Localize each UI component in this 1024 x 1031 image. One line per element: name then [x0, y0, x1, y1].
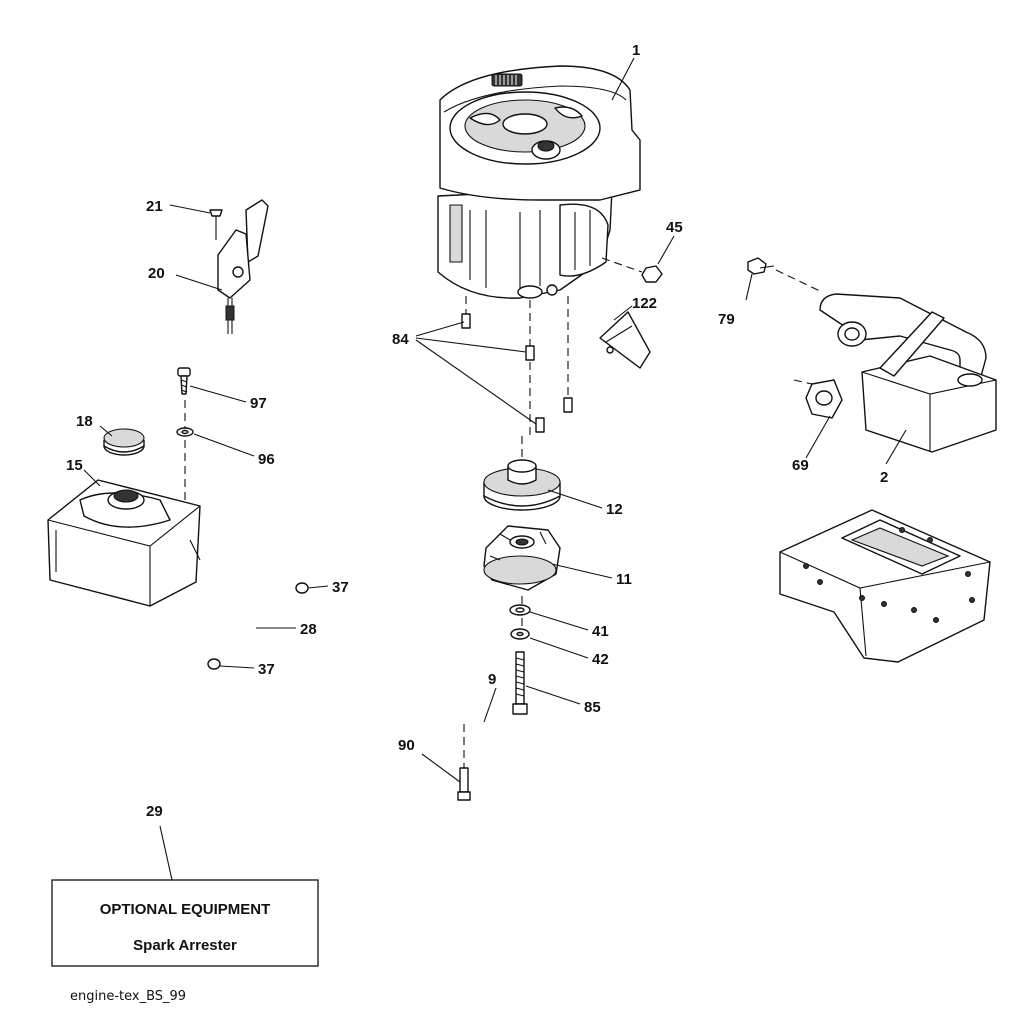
leader-2	[885, 429, 907, 465]
callout-45: 45	[666, 219, 683, 236]
leader-45	[657, 235, 675, 265]
spacer-washer	[509, 604, 531, 616]
callout-20: 20	[148, 265, 165, 282]
fuel-tank	[47, 479, 201, 607]
callout-1: 1	[632, 42, 640, 59]
spark-arrester-label: Spark Arrester	[133, 937, 237, 954]
callout-90: 90	[398, 737, 415, 754]
fuel-cap	[103, 428, 145, 456]
leader-29	[159, 825, 173, 881]
leader-85	[525, 685, 581, 705]
leader-97	[189, 385, 247, 403]
leader-90	[421, 753, 461, 783]
callout-42: 42	[592, 651, 609, 668]
mounting-bolts	[461, 313, 573, 433]
callout-21: 21	[146, 198, 163, 215]
callout-15: 15	[66, 457, 83, 474]
leader-12	[547, 489, 603, 509]
callout-9: 9	[488, 671, 496, 688]
tank-washer	[176, 427, 194, 437]
callout-79: 79	[718, 311, 735, 328]
optional-equipment-box: OPTIONAL EQUIPMENT Spark Arrester	[51, 879, 319, 967]
leader-84	[415, 321, 537, 425]
callout-12: 12	[606, 501, 623, 518]
leader-11	[551, 563, 613, 579]
bracket-rod	[458, 715, 554, 773]
callout-84: 84	[392, 331, 409, 348]
fuel-line	[207, 582, 309, 670]
leader-96	[193, 433, 255, 457]
throttle-control	[209, 199, 269, 334]
callout-69: 69	[792, 457, 809, 474]
engine-assembly	[437, 65, 641, 299]
lock-washer	[510, 628, 530, 640]
leader-42	[529, 637, 589, 659]
diagram-code: engine-tex_BS_99	[70, 989, 186, 1004]
optional-equipment-title: OPTIONAL EQUIPMENT	[100, 901, 271, 918]
engine-mount-plate	[779, 509, 991, 663]
callout-37-bottom: 37	[258, 661, 275, 678]
callout-37-top: 37	[332, 579, 349, 596]
callout-29: 29	[146, 803, 163, 820]
callout-97: 97	[250, 395, 267, 412]
leader-15	[83, 469, 101, 487]
callout-122: 122	[632, 295, 657, 312]
belt-guard	[599, 311, 651, 369]
muffler	[819, 293, 997, 453]
hex-nut	[641, 265, 663, 283]
callout-18: 18	[76, 413, 93, 430]
pto-clutch	[483, 525, 561, 591]
callout-96: 96	[258, 451, 275, 468]
engine-pulley	[483, 459, 561, 511]
leader-37-top	[307, 585, 329, 589]
callout-85: 85	[584, 699, 601, 716]
exhaust-gasket	[805, 379, 843, 419]
tank-screw	[177, 367, 191, 395]
clutch-bolt	[512, 651, 528, 715]
leader-21	[169, 204, 211, 214]
leader-1	[611, 57, 635, 101]
leader-122	[613, 305, 633, 321]
callout-28: 28	[300, 621, 317, 638]
callout-41: 41	[592, 623, 609, 640]
leader-37-bottom	[219, 665, 255, 669]
leader-69	[805, 415, 831, 459]
leader-20	[175, 274, 223, 291]
leader-79	[745, 273, 753, 301]
callout-11: 11	[616, 571, 632, 588]
exhaust-bolt	[747, 257, 775, 275]
callout-2: 2	[880, 469, 888, 486]
leader-41	[529, 611, 589, 631]
leader-9	[483, 687, 497, 723]
leader-18	[99, 425, 113, 437]
rod-bolt	[457, 767, 471, 801]
